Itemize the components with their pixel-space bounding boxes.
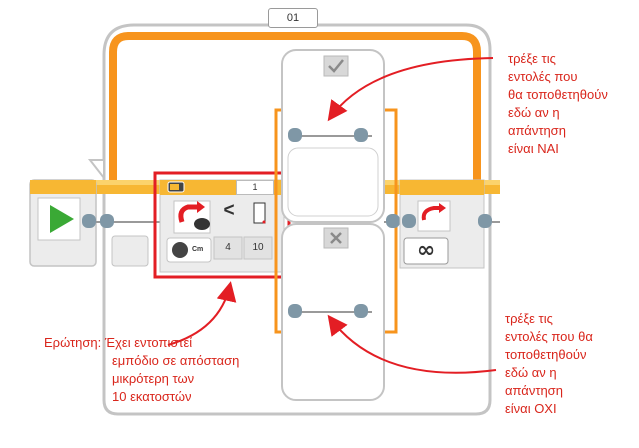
threshold-value[interactable]: 4 xyxy=(225,242,231,253)
false-case-arrow xyxy=(327,314,497,374)
true-case-arrow xyxy=(327,57,494,122)
loop-in-connector[interactable] xyxy=(402,214,416,228)
cross-icon xyxy=(330,232,342,244)
selector-arrow xyxy=(167,281,237,346)
loop-name-label[interactable]: 01 xyxy=(268,8,318,28)
true-case-note: τρέξε τις εντολές που θα τοποθετηθούν εδ… xyxy=(508,51,608,156)
true-case-out-connector[interactable] xyxy=(354,128,368,142)
compare-icon[interactable] xyxy=(173,200,211,234)
loop-out-connector[interactable] xyxy=(478,214,492,228)
loop-entry-tab xyxy=(87,159,105,181)
false-case-note: τρέξε τις εντολές που θα τοποθετηθούν εδ… xyxy=(505,311,593,416)
loop-end-block[interactable] xyxy=(399,179,485,269)
loop-mode-icon xyxy=(421,206,442,221)
threshold-field[interactable] xyxy=(253,202,266,224)
infinity-icon[interactable]: ∞ xyxy=(416,238,436,263)
loop-return-path xyxy=(109,32,481,184)
question-note: Ερώτηση: Έχει εντοπιστεί εμπόδιο σε απόσ… xyxy=(44,335,240,404)
compare-operator[interactable]: < xyxy=(223,200,235,221)
switch-out-connector[interactable] xyxy=(386,214,400,228)
unit-label: Cm xyxy=(192,246,204,253)
port-selector[interactable]: 1 xyxy=(236,180,274,195)
switch-in-connector[interactable] xyxy=(100,214,114,228)
false-case-in-connector[interactable] xyxy=(288,304,302,318)
start-block[interactable] xyxy=(29,179,97,267)
start-out-connector[interactable] xyxy=(82,214,96,228)
true-case-in-connector[interactable] xyxy=(288,128,302,142)
play-icon xyxy=(50,205,74,233)
distance-value[interactable]: 10 xyxy=(252,242,264,253)
check-icon xyxy=(328,59,344,73)
false-case xyxy=(281,223,385,401)
true-case-tab[interactable] xyxy=(323,55,349,77)
true-case xyxy=(281,49,385,223)
false-case-out-connector[interactable] xyxy=(354,304,368,318)
ultrasonic-sensor-icon xyxy=(172,242,188,258)
